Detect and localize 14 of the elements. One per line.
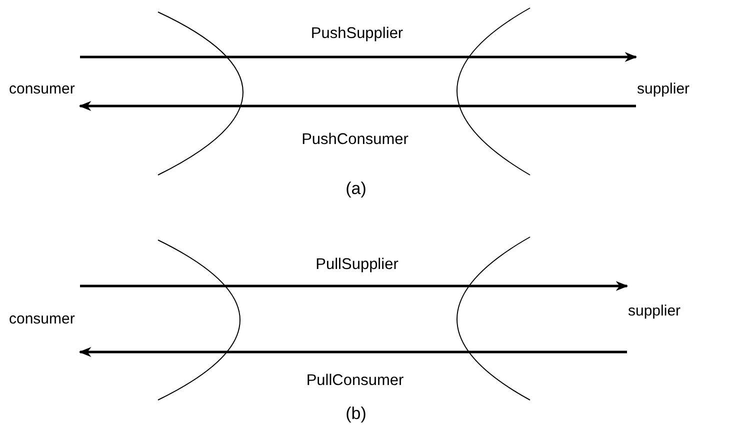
- role-label: supplier: [637, 80, 690, 98]
- role-label: consumer: [9, 80, 75, 98]
- arrow: [80, 52, 638, 62]
- role-label: supplier: [628, 302, 681, 320]
- edge-label: PullConsumer: [306, 372, 404, 390]
- role-label: consumer: [9, 310, 75, 328]
- arrow: [78, 101, 636, 111]
- arrow: [80, 281, 628, 291]
- arrow: [78, 347, 627, 357]
- edge-label: PushSupplier: [310, 25, 404, 43]
- edge-label: PullSupplier: [316, 256, 398, 274]
- panel-label: (a): [346, 179, 366, 199]
- edge-label: PushConsumer: [302, 131, 408, 149]
- panel-label: (b): [346, 404, 366, 424]
